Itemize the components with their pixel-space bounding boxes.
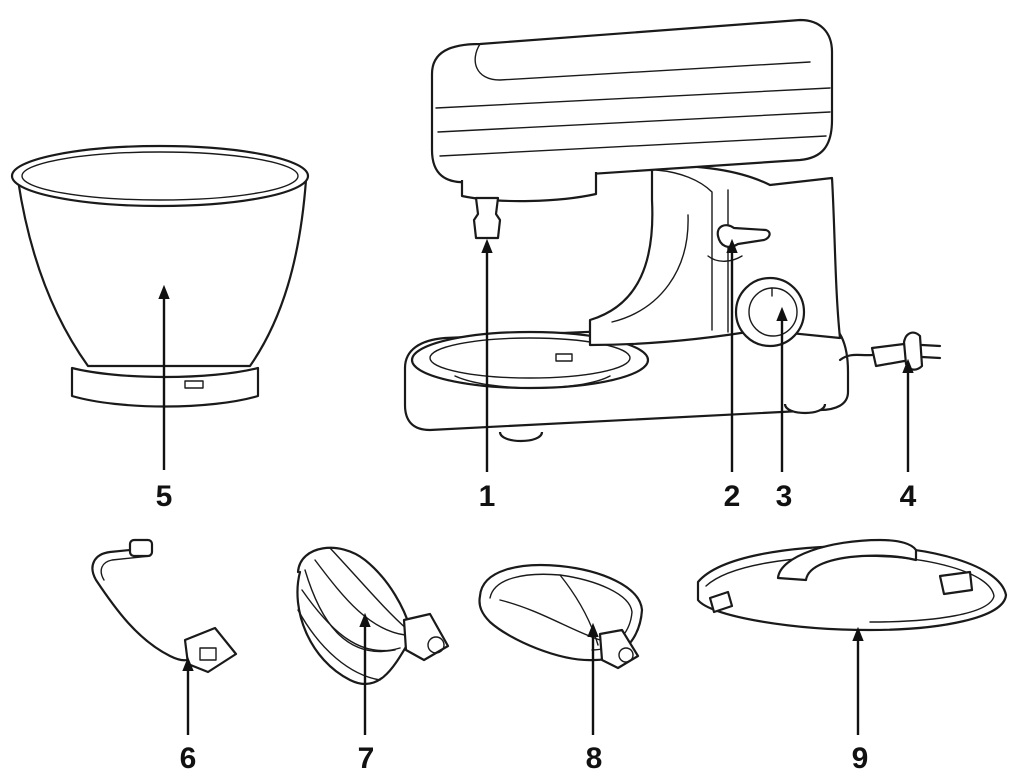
mixing-bowl-icon	[10, 144, 310, 408]
part-number-1: 1	[479, 480, 496, 513]
dough-hook-icon	[91, 538, 238, 674]
part-number-5: 5	[156, 480, 173, 513]
part-number-7: 7	[358, 742, 375, 775]
part-number-9: 9	[852, 742, 869, 775]
whisk-icon	[296, 546, 450, 686]
splash-guard-icon	[696, 538, 1008, 632]
part-number-2: 2	[724, 480, 741, 513]
part-number-4: 4	[900, 480, 917, 513]
part-number-6: 6	[180, 742, 197, 775]
flat-beater-icon	[478, 563, 644, 670]
stand-mixer-icon	[403, 18, 942, 442]
part-number-8: 8	[586, 742, 603, 775]
part-number-3: 3	[776, 480, 793, 513]
